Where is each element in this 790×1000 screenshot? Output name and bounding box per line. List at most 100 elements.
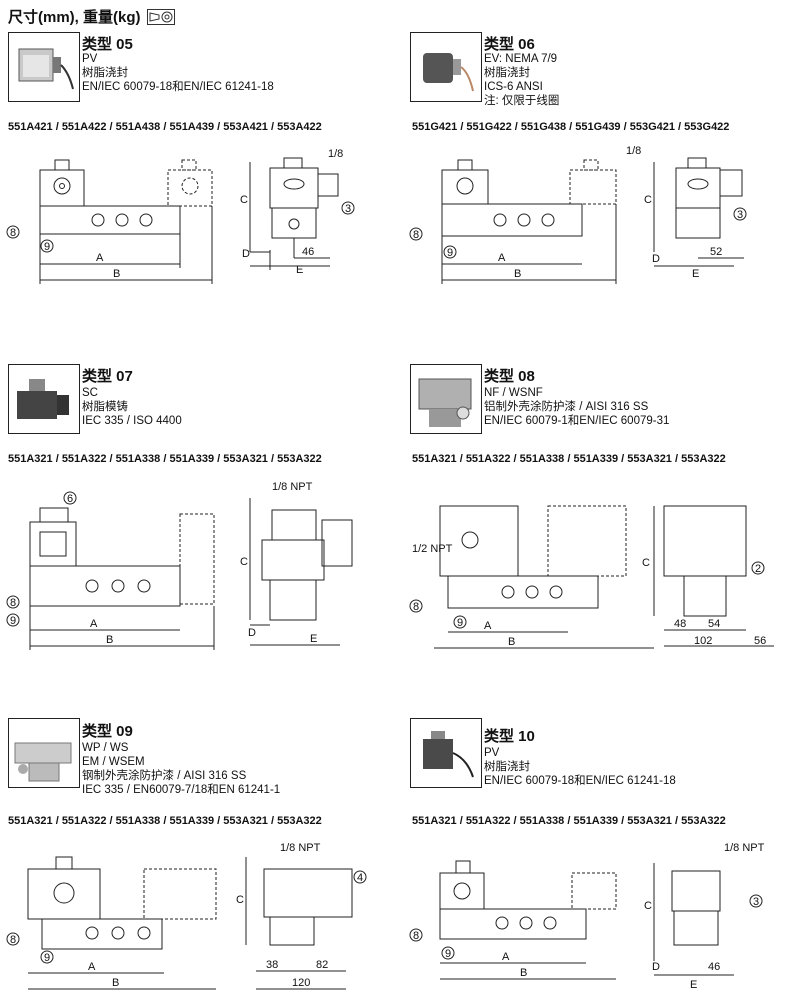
spec-line: EM / WSEM	[82, 756, 145, 768]
model-codes: 551G421 / 551G422 / 551G438 / 551G439 / …	[412, 121, 730, 133]
callout-8: 8	[10, 227, 16, 239]
type-title: 类型 10	[484, 728, 535, 745]
dim-value: 52	[710, 246, 722, 258]
type-title: 类型 06	[484, 36, 535, 53]
dimension-drawing-type07: 6 8 9 A B C D E 1/8 NPT	[6, 481, 353, 650]
callout-3: 3	[753, 896, 759, 908]
dim-label-b: B	[508, 636, 515, 648]
type-title: 类型 08	[484, 368, 535, 385]
valve-coil-photo-icon	[17, 379, 69, 419]
dim-label-c: C	[644, 900, 652, 912]
type-title: 类型 05	[82, 36, 133, 53]
port-size-label: 1/8	[626, 145, 641, 157]
callout-8: 8	[413, 930, 419, 942]
spec-line: EN/IEC 60079-18和EN/IEC 61241-18	[484, 775, 676, 787]
spec-line: WP / WS	[82, 742, 129, 754]
spec-line: 注: 仅限于线圈	[484, 95, 560, 107]
spec-line: NF / WSNF	[484, 387, 543, 399]
product-photo-type09	[8, 718, 80, 788]
spec-line: EN/IEC 60079-1和EN/IEC 60079-31	[484, 415, 670, 427]
dim-label-e: E	[690, 979, 697, 991]
product-photo-type06	[410, 32, 482, 102]
spec-line: PV	[484, 747, 500, 759]
product-photo-type08	[410, 364, 482, 434]
callout-9: 9	[44, 241, 50, 253]
spec-line: 树脂浇封	[484, 67, 530, 79]
dimension-drawing-type06: 8 9 A B C D E 52 1/8 3	[409, 145, 747, 284]
dim-label-b: B	[514, 268, 521, 280]
model-codes: 551A321 / 551A322 / 551A338 / 551A339 / …	[8, 815, 322, 827]
dim-label-e: E	[296, 264, 303, 276]
dim-label-b: B	[106, 634, 113, 646]
port-size-label: 1/8 NPT	[272, 481, 313, 493]
page-title: 尺寸(mm), 重量(kg)	[8, 9, 141, 26]
dim-label-a: A	[498, 252, 506, 264]
dim-value: 120	[292, 977, 310, 989]
dim-label-d: D	[652, 961, 660, 973]
callout-6: 6	[67, 493, 73, 505]
type-title: 类型 07	[82, 368, 133, 385]
dimension-drawing-type10: 8 9 A B C D E 46 1/8 NPT 3	[409, 842, 765, 991]
callout-8: 8	[413, 229, 419, 241]
product-photo-type07	[8, 364, 80, 434]
valve-coil-photo-icon	[14, 742, 72, 782]
dim-label-e: E	[692, 268, 699, 280]
dim-label-a: A	[484, 620, 492, 632]
dim-value: 56	[754, 635, 766, 647]
dim-label-a: A	[88, 961, 96, 973]
product-photo-type10	[410, 718, 482, 788]
dim-label-a: A	[96, 252, 104, 264]
spec-line: 树脂模铸	[82, 401, 128, 413]
spec-line: IEC 335 / EN60079-7/18和EN 61241-1	[82, 784, 281, 796]
callout-9: 9	[457, 617, 463, 629]
callout-9: 9	[10, 615, 16, 627]
dimension-drawing-type08: 1/2 NPT 8 9 A B C 48 54 102 56 2	[409, 505, 774, 649]
model-codes: 551A321 / 551A322 / 551A338 / 551A339 / …	[412, 453, 726, 465]
dim-label-b: B	[520, 967, 527, 979]
dim-label-d: D	[652, 253, 660, 265]
dim-label-b: B	[113, 268, 120, 280]
spec-line: EN/IEC 60079-18和EN/IEC 61241-18	[82, 81, 274, 93]
callout-8: 8	[10, 934, 16, 946]
dim-label-c: C	[236, 894, 244, 906]
callout-8: 8	[10, 597, 16, 609]
callout-4: 4	[357, 872, 363, 884]
valve-coil-photo-icon	[423, 731, 474, 778]
dim-label-d: D	[242, 248, 250, 260]
dim-label-a: A	[90, 618, 98, 630]
spec-line: 树脂浇封	[82, 67, 128, 79]
spec-line: IEC 335 / ISO 4400	[82, 415, 182, 427]
dim-value: 46	[708, 961, 720, 973]
dim-value: 46	[302, 246, 314, 258]
dim-label-c: C	[642, 557, 650, 569]
callout-8: 8	[413, 601, 419, 613]
spec-line: SC	[82, 387, 98, 399]
dim-label-c: C	[240, 194, 248, 206]
dim-value: 38	[266, 959, 278, 971]
callout-9: 9	[447, 247, 453, 259]
page-header: 尺寸(mm), 重量(kg)	[8, 6, 175, 27]
dim-label-c: C	[240, 556, 248, 568]
spec-line: 钢制外壳涂防护漆 / AISI 316 SS	[82, 770, 247, 782]
port-size-label: 1/8 NPT	[280, 842, 321, 854]
callout-3: 3	[345, 203, 351, 215]
port-size-label: 1/8	[328, 148, 343, 160]
spec-line: 铝制外壳涂防护漆 / AISI 316 SS	[484, 401, 649, 413]
dim-label-b: B	[112, 977, 119, 989]
spec-line: EV: NEMA 7/9	[484, 53, 558, 65]
valve-coil-photo-icon	[418, 378, 472, 427]
spec-line: ICS-6 ANSI	[484, 81, 543, 93]
dim-label-c: C	[644, 194, 652, 206]
spec-line: 树脂浇封	[484, 761, 530, 773]
callout-3: 3	[737, 209, 743, 221]
spec-line: PV	[82, 53, 98, 65]
product-photo-type05	[8, 32, 80, 102]
dim-label-d: D	[248, 627, 256, 639]
dim-value: 48	[674, 618, 686, 630]
dim-value: 82	[316, 959, 328, 971]
valve-coil-photo-icon	[18, 48, 74, 90]
model-codes: 551A421 / 551A422 / 551A438 / 551A439 / …	[8, 121, 322, 133]
model-codes: 551A321 / 551A322 / 551A338 / 551A339 / …	[8, 453, 322, 465]
valve-coil-photo-icon	[423, 53, 474, 92]
port-size-label: 1/2 NPT	[412, 543, 453, 555]
